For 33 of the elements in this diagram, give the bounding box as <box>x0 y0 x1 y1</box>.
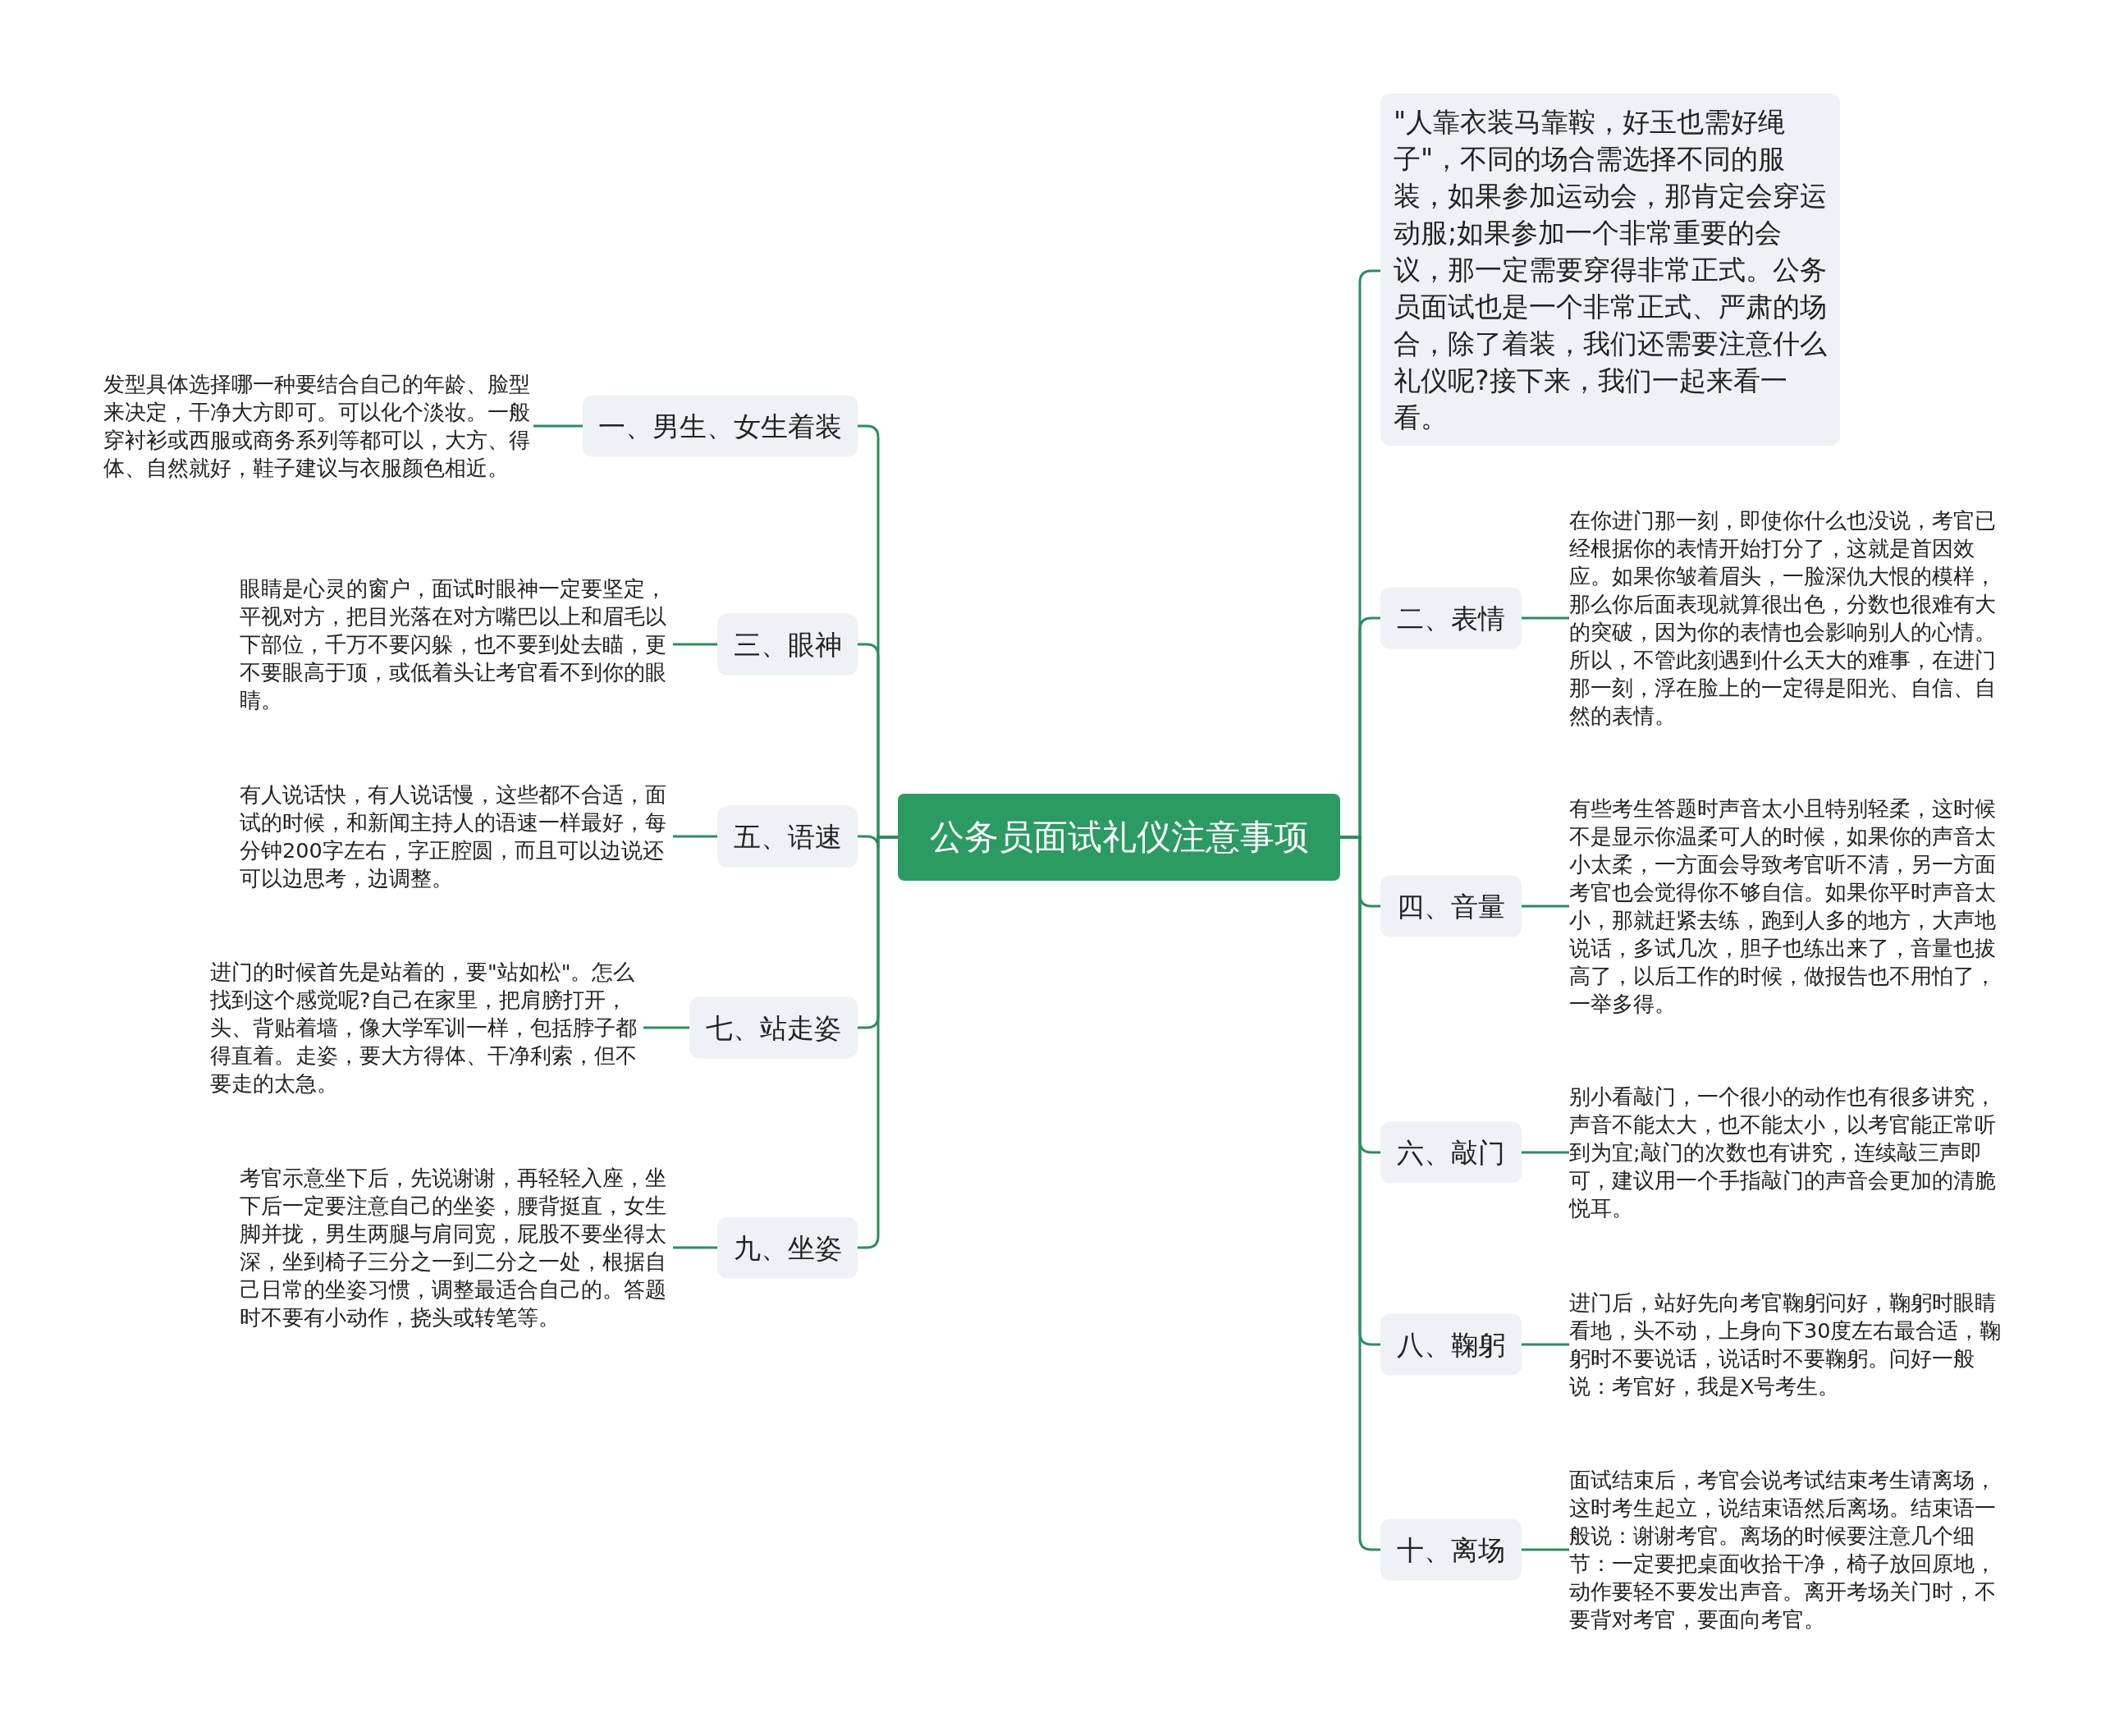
detail-text: 考官示意坐下后，先说谢谢，再轻轻入座，坐下后一定要注意自己的坐姿，腰背挺直，女生脚并拢，男生两腿与肩同宽，屁股不要坐得太深，坐到椅子三分之一到二分之一处，根据自己日常的坐姿习惯，调整最适合自己的。答题时不要有小动作，挠头或转笔等。 <box>240 1164 673 1331</box>
topic-box: 二、表情 <box>1380 587 1522 649</box>
intro-text-box: "人靠衣装马靠鞍，好玉也需好绳子"，不同的场合需选择不同的服装，如果参加运动会，那肯定会穿运动服;如果参加一个非常重要的会议，那一定需要穿得非常正式。公务员面试也是一个非常正式、严肃的场合，除了着装，我们还需要注意什么礼仪呢?接下来，我们一起来看一看。 <box>1380 94 1840 446</box>
connector-line <box>673 835 717 838</box>
connector-line <box>673 643 717 646</box>
detail-text: 眼睛是心灵的窗户，面试时眼神一定要坚定，平视对方，把目光落在对方嘴巴以上和眉毛以下部位，千万不要闪躲，也不要到处去瞄，更不要眼高于顶，或低着头让考官看不到你的眼睛。 <box>240 575 673 714</box>
connector-line <box>533 424 583 428</box>
topic-box: 六、敲门 <box>1380 1121 1522 1184</box>
topic-box: 三、眼神 <box>717 613 858 676</box>
connector-line <box>673 1246 717 1249</box>
topic-box: 五、语速 <box>717 805 858 868</box>
detail-text: 进门的时候首先是站着的，要"站如松"。怎么找到这个感觉呢?自己在家里，把肩膀打开，头、背贴着墙，像大学军训一样，包括脖子都得直着。走姿，要大方得体、干净利索，但不要走的太急。 <box>210 958 643 1097</box>
detail-text: 面试结束后，考官会说考试结束考生请离场，这时考生起立，说结束语然后离场。结束语一般说：谢谢考官。离场的时候要注意几个细节：一定要把桌面收拾干净，椅子放回原地，动作要轻不要发出声音。离开考场关门时，不要背对考官，要面向考官。 <box>1569 1466 2003 1633</box>
connector-line <box>1522 1151 1569 1154</box>
detail-text: 别小看敲门，一个很小的动作也有很多讲究，声音不能太大，也不能太小，以考官能正常听到为宜;敲门的次数也有讲究，连续敲三声即可，建议用一个手指敲门的声音会更加的清脆悦耳。 <box>1569 1083 2003 1222</box>
connector-line <box>1522 1548 1569 1551</box>
detail-text: 有些考生答题时声音太小且特别轻柔，这时候不是显示你温柔可人的时候，如果你的声音太小太柔，一方面会导致考官听不清，另一方面考官也会觉得你不够自信。如果你平时声音太小，那就赶紧去练，跑到人多的地方，大声地说话，多试几次，胆子也练出来了，音量也拔高了，以后工作的时候，做报告也不用怕了，一举多得。 <box>1569 795 2003 1018</box>
connector-line <box>858 836 898 1249</box>
detail-text: 在你进门那一刻，即使你什么也没说，考官已经根据你的表情开始打分了，这就是首因效应。如果你皱着眉头，一脸深仇大恨的模样，那么你后面表现就算很出色，分数也很难有大的突破，因为你的表情也会影响别人的心情。所以，不管此刻遇到什么天大的难事，在进门那一刻，浮在脸上的一定得是阳光、自信、自然的表情。 <box>1569 506 2003 730</box>
detail-text: 发型具体选择哪一种要结合自己的年龄、脸型来决定，干净大方即可。可以化个淡妆。一般穿衬衫或西服或商务系列等都可以，大方、得体、自然就好，鞋子建议与衣服颜色相近。 <box>103 370 533 482</box>
detail-text: 进门后，站好先向考官鞠躬问好，鞠躬时眼睛看地，头不动，上身向下30度左右最合适，鞠躬时不要说话，说话时不要鞠躬。问好一般说：考官好，我是X号考生。 <box>1569 1289 2003 1400</box>
detail-text: 有人说话快，有人说话慢，这些都不合适，面试的时候，和新闻主持人的语速一样最好，每分钟200字左右，字正腔圆，而且可以边说还可以边思考，边调整。 <box>240 781 673 892</box>
connector-line <box>1522 616 1569 620</box>
topic-box: 一、男生、女生着装 <box>583 395 858 457</box>
topic-box: 九、坐姿 <box>717 1216 858 1279</box>
connector-line <box>643 1026 689 1029</box>
connector-line <box>1522 1343 1569 1346</box>
topic-box: 八、鞠躬 <box>1380 1313 1522 1376</box>
topic-box: 七、站走姿 <box>689 996 858 1059</box>
root-topic-box: 公务员面试礼仪注意事项 <box>898 794 1340 881</box>
topic-box: 四、音量 <box>1380 875 1522 937</box>
connector-line <box>1522 905 1569 908</box>
topic-box: 十、离场 <box>1380 1518 1522 1581</box>
